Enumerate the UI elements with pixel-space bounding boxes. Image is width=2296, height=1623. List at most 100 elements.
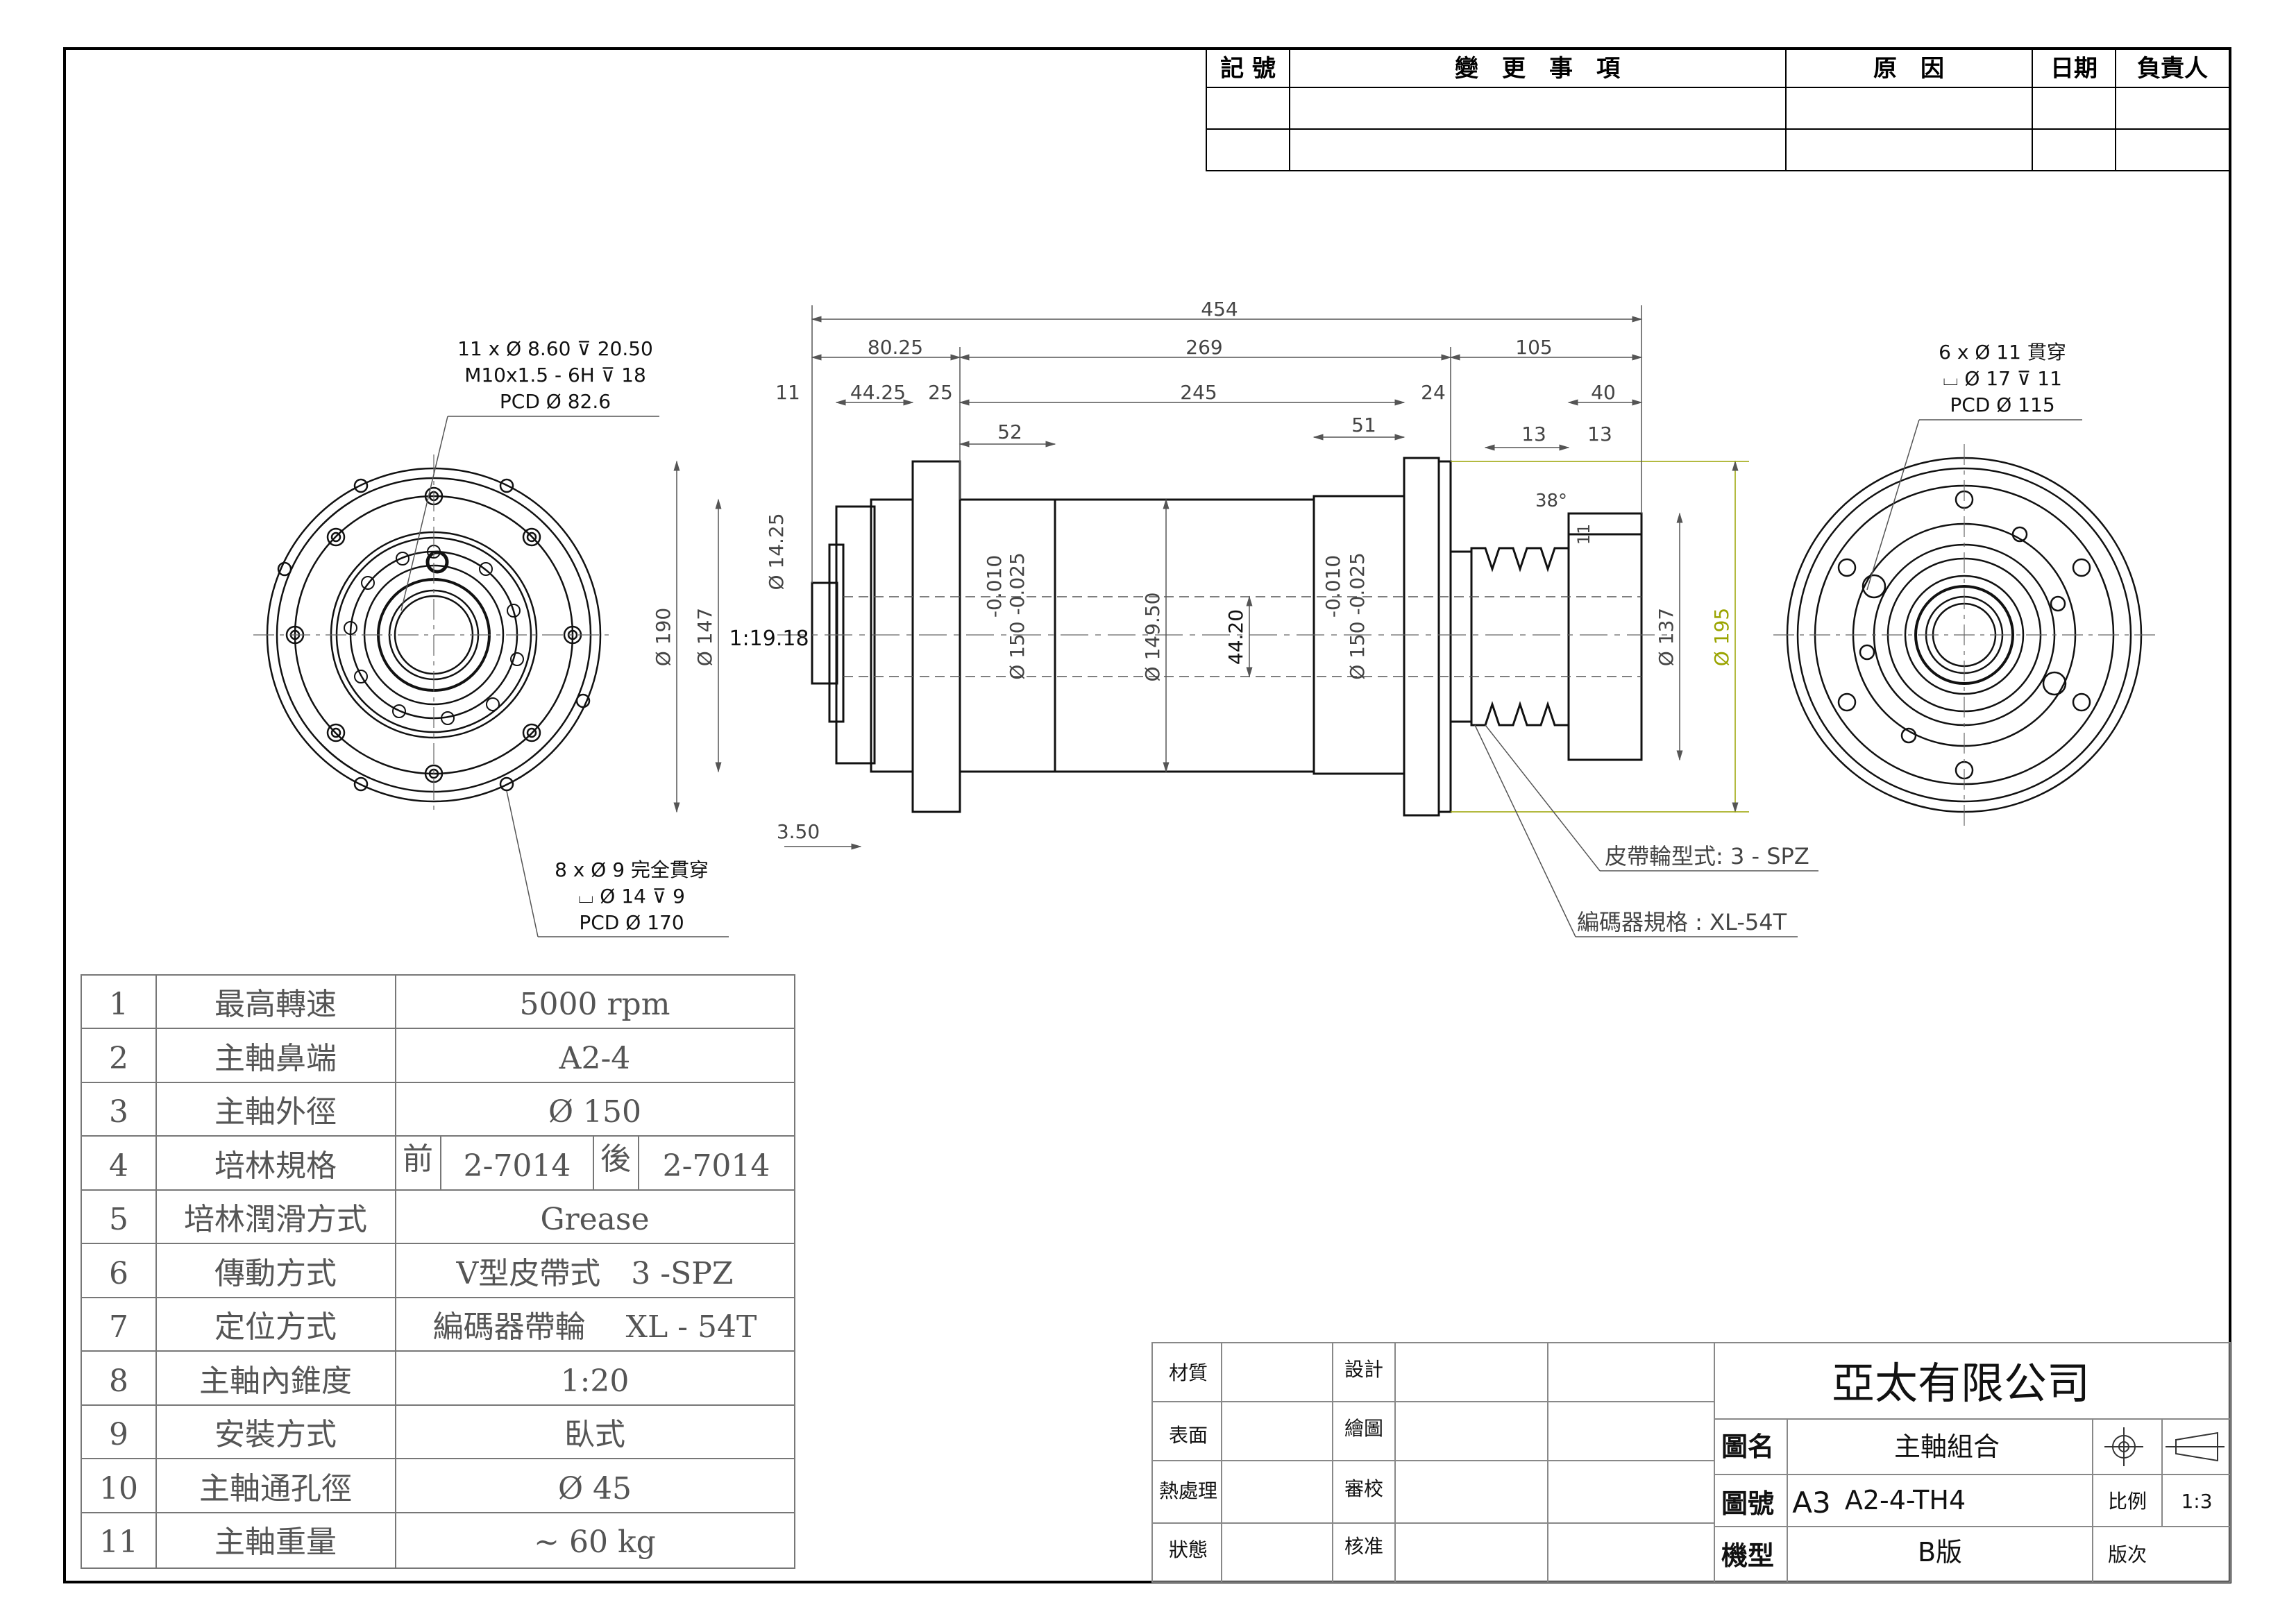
dim-bore-44-20: 44.20 bbox=[1224, 609, 1247, 665]
dim-dia-149-50: Ø 149.50 bbox=[1141, 593, 1164, 682]
dim-tol-right-lower: Ø 150 -0.025 bbox=[1346, 552, 1369, 680]
spec-value-8: 1:20 bbox=[561, 1363, 630, 1399]
spec-no-9: 9 bbox=[109, 1417, 128, 1452]
dim-24: 24 bbox=[1421, 381, 1446, 404]
dim-dia-190: Ø 190 bbox=[652, 608, 675, 666]
dim-11-vertical: 11 bbox=[1574, 524, 1594, 545]
dim-44-25: 44.25 bbox=[850, 381, 906, 404]
dim-13-a: 13 bbox=[1521, 423, 1546, 445]
tb-label-design: 設計 bbox=[1344, 1358, 1383, 1381]
dimension-lines bbox=[673, 305, 1749, 850]
dim-40: 40 bbox=[1591, 381, 1616, 404]
spec-no-1: 1 bbox=[109, 987, 128, 1022]
dim-tol-left-lower: Ø 150 -0.025 bbox=[1006, 552, 1029, 680]
tb-label-surface: 表面 bbox=[1169, 1424, 1208, 1447]
callout-front-holes-2: M10x1.5 - 6H ⊽ 18 bbox=[464, 364, 646, 386]
spec-no-2: 2 bbox=[109, 1041, 128, 1076]
leader-lines bbox=[400, 416, 2082, 937]
spec-item-3: 主軸外徑 bbox=[214, 1094, 337, 1130]
tb-size: A3 bbox=[1792, 1486, 1830, 1520]
spec-item-1: 最高轉速 bbox=[214, 987, 337, 1022]
dim-dia-14-25: Ø 14.25 bbox=[765, 513, 788, 590]
sheet-border bbox=[63, 47, 2231, 1583]
title-block bbox=[1151, 1342, 2231, 1583]
tb-label-draw: 繪圖 bbox=[1344, 1417, 1383, 1440]
callout-rear-holes-2: ⌴ Ø 17 ⊽ 11 bbox=[1943, 367, 2062, 390]
rev-header-reason: 原 因 bbox=[1873, 55, 1944, 83]
spec-item-4: 培林規格 bbox=[214, 1148, 337, 1184]
rev-header-owner: 負責人 bbox=[2137, 55, 2208, 83]
callout-rear-holes-3: PCD Ø 115 bbox=[1950, 393, 2054, 416]
spec-value-7: 編碼器帶輪 XL - 54T bbox=[433, 1309, 757, 1345]
spec-no-3: 3 bbox=[109, 1094, 128, 1130]
callout-flange-holes-1: 8 x Ø 9 完全貫穿 bbox=[555, 858, 709, 881]
spec-value-1: 5000 rpm bbox=[520, 987, 670, 1022]
spec-no-5: 5 bbox=[109, 1202, 128, 1237]
tb-label-check: 審校 bbox=[1344, 1477, 1383, 1500]
rev-header-date: 日期 bbox=[2050, 55, 2097, 83]
spec-front-value: 2-7014 bbox=[464, 1148, 571, 1184]
callout-flange-holes-3: PCD Ø 170 bbox=[579, 911, 684, 934]
dim-80-25: 80.25 bbox=[868, 336, 923, 359]
dim-tol-right-upper: -0.010 bbox=[1322, 555, 1344, 618]
tb-name-label: 圖名 bbox=[1721, 1431, 1774, 1462]
spec-item-5: 培林潤滑方式 bbox=[184, 1202, 367, 1237]
callout-flange-holes-2: ⌴ Ø 14 ⊽ 9 bbox=[578, 885, 685, 908]
rev-header-change: 變 更 事 項 bbox=[1455, 55, 1621, 83]
dim-dia-137: Ø 137 bbox=[1655, 608, 1678, 666]
callout-rear-holes-1: 6 x Ø 11 貫穿 bbox=[1939, 341, 2066, 364]
tb-label-state: 狀態 bbox=[1169, 1538, 1208, 1561]
spec-item-7: 定位方式 bbox=[214, 1309, 337, 1345]
spec-item-9: 安裝方式 bbox=[214, 1417, 337, 1452]
spec-no-11: 11 bbox=[99, 1524, 138, 1560]
dim-11: 11 bbox=[775, 381, 800, 404]
tb-version-label: 版次 bbox=[2108, 1543, 2147, 1566]
spec-value-6: V型皮帶式 3 -SPZ bbox=[456, 1256, 734, 1291]
spec-value-2: A2-4 bbox=[559, 1041, 631, 1076]
dim-taper: 1:19.18 bbox=[729, 627, 809, 651]
spindle-side-view bbox=[777, 457, 1673, 817]
dim-13-b: 13 bbox=[1587, 423, 1612, 445]
dim-52: 52 bbox=[997, 420, 1022, 443]
dim-105: 105 bbox=[1515, 336, 1552, 359]
spec-no-6: 6 bbox=[109, 1256, 128, 1291]
dim-51: 51 bbox=[1351, 414, 1376, 436]
spec-front-label: 前 bbox=[403, 1141, 433, 1177]
rev-header-mark: 記 號 bbox=[1220, 55, 1276, 83]
tb-model: B版 bbox=[1918, 1537, 1962, 1567]
dim-269: 269 bbox=[1185, 336, 1222, 359]
tb-name: 主軸組合 bbox=[1894, 1431, 2000, 1462]
spec-item-11: 主軸重量 bbox=[214, 1524, 337, 1560]
callout-pulley: 皮帶輪型式: 3 - SPZ bbox=[1605, 843, 1809, 869]
dim-angle: 38° bbox=[1535, 491, 1567, 511]
spec-item-2: 主軸鼻端 bbox=[214, 1041, 337, 1076]
spec-value-10: Ø 45 bbox=[558, 1471, 632, 1506]
spec-item-6: 傳動方式 bbox=[214, 1256, 337, 1291]
spec-value-9: 臥式 bbox=[564, 1417, 625, 1452]
tb-model-label: 機型 bbox=[1721, 1540, 1774, 1571]
tb-label-material: 材質 bbox=[1169, 1361, 1208, 1384]
spec-rear-value: 2-7014 bbox=[663, 1148, 770, 1184]
spec-table bbox=[81, 974, 795, 1569]
dim-overall-length: 454 bbox=[1201, 298, 1238, 321]
tb-number: A2-4-TH4 bbox=[1845, 1485, 1966, 1515]
callout-encoder: 編碼器規格 : XL-54T bbox=[1577, 909, 1787, 935]
callout-front-holes-3: PCD Ø 82.6 bbox=[500, 390, 611, 413]
dim-25: 25 bbox=[928, 381, 953, 404]
dim-tol-left-upper: -0.010 bbox=[983, 555, 1006, 618]
dim-dia-147: Ø 147 bbox=[693, 608, 716, 666]
tb-number-label: 圖號 bbox=[1721, 1488, 1774, 1519]
tb-company: 亞太有限公司 bbox=[1832, 1358, 2090, 1409]
front-end-view bbox=[253, 454, 614, 815]
callout-front-holes-1: 11 x Ø 8.60 ⊽ 20.50 bbox=[457, 337, 653, 360]
dim-3-50: 3.50 bbox=[777, 820, 820, 843]
tb-scale: 1:3 bbox=[2181, 1490, 2212, 1513]
revision-table bbox=[1206, 48, 2231, 171]
spec-no-7: 7 bbox=[109, 1309, 128, 1345]
tb-label-heat: 熱處理 bbox=[1159, 1479, 1217, 1502]
spec-no-4: 4 bbox=[109, 1148, 128, 1184]
dim-245: 245 bbox=[1180, 381, 1217, 404]
spec-item-8: 主軸內錐度 bbox=[199, 1363, 352, 1399]
